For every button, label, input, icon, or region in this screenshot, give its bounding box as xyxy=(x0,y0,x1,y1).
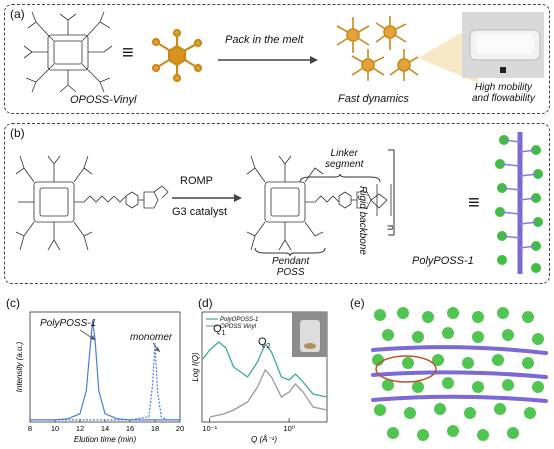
panel-a xyxy=(4,4,550,114)
pack-in-melt-label: Pack in the melt xyxy=(225,34,304,46)
panel-b-label: (b) xyxy=(10,126,25,140)
q2-label: Q2 xyxy=(258,336,270,350)
panel-b xyxy=(4,123,550,284)
linker-line2: segment xyxy=(325,159,364,170)
saxs-xlabel: Q (Å⁻¹) xyxy=(251,435,277,444)
equiv-symbol-b: ≡ xyxy=(468,192,480,214)
polymer-3d-model xyxy=(495,132,543,274)
rigid-backbone-bracket xyxy=(388,149,395,236)
pendant-poss-label: Pendant POSS xyxy=(272,256,309,278)
packing-3d-model xyxy=(371,307,548,441)
pendant-brace xyxy=(254,247,326,257)
gpc-xtick-label-2: 12 xyxy=(76,424,84,433)
q1-label: Q1 xyxy=(213,323,225,337)
gpc-chart: 8 10 12 14 16 18 20 Elution time (min) Intensi… xyxy=(15,311,184,444)
linker-segment-label: Linker segment xyxy=(325,148,363,170)
gpc-monomer-label: monomer xyxy=(130,332,173,343)
q2-letter: Q xyxy=(258,336,267,348)
gpc-polyposs-curve xyxy=(30,321,180,421)
saxs-monomer-curve xyxy=(209,368,328,418)
gpc-arrows xyxy=(79,329,161,353)
equiv-symbol-a: ≡ xyxy=(122,42,134,64)
gpc-xlabel: Elution time (min) xyxy=(74,435,137,444)
gpc-ylabel: Intensity (a.u.) xyxy=(15,341,24,392)
pendant-line2: POSS xyxy=(276,267,305,278)
oposs-vinyl-label: OPOSS-Vinyl xyxy=(70,94,137,106)
q1-letter: Q xyxy=(213,323,222,335)
high-mobility-line1: High mobility xyxy=(474,82,533,93)
romp-label: ROMP xyxy=(180,175,213,187)
high-mobility-line2: and flowability xyxy=(472,93,535,104)
rigid-backbone-label: Rigid backbone xyxy=(357,186,368,255)
gpc-xtick-label-1: 10 xyxy=(51,424,59,433)
gpc-xtick-label-3: 14 xyxy=(101,424,109,433)
saxs-legend-polyposs: PolyOPOSS-1 xyxy=(220,317,258,323)
vial-photo xyxy=(462,12,544,78)
saxs-legend-oposs: OPOSS Vinyl xyxy=(220,324,257,330)
linker-brace xyxy=(299,173,381,183)
gold-molecule-single xyxy=(151,28,203,83)
monomer-structure-b xyxy=(15,155,169,251)
panel-d-label: (d) xyxy=(198,296,213,310)
panel-e-label: (e) xyxy=(350,296,365,310)
arrow-b xyxy=(172,194,242,202)
gpc-xtick-label-4: 16 xyxy=(126,424,134,433)
saxs-ylabel: Log I(Q) xyxy=(191,352,200,382)
saxs-xtick-label-0: 10⁻¹ xyxy=(202,424,217,433)
q2-sub: 2 xyxy=(266,343,271,351)
oposs-structure-a xyxy=(23,11,113,93)
saxs-chart: 10⁻¹ 10⁰ Q (Å⁻¹) Log I(Q) PolyOPOSS-1 OPO… xyxy=(191,311,328,444)
saxs-polyposs-curve xyxy=(201,341,328,398)
gpc-polyposs-label: PolyPOSS-1 xyxy=(40,318,97,329)
gold-molecule-cluster xyxy=(336,16,419,81)
linker-line1: Linker xyxy=(330,148,358,159)
g3-catalyst-label: G3 catalyst xyxy=(172,206,228,218)
panel-a-label: (a) xyxy=(10,7,25,21)
saxs-xtick-label-1: 10⁰ xyxy=(283,424,294,433)
polymer-structure-b xyxy=(246,155,392,251)
q1-sub: 1 xyxy=(221,330,226,338)
saxs-inset-photo xyxy=(292,312,327,357)
gpc-xtick-label-5: 18 xyxy=(151,424,159,433)
fast-dynamics-label: Fast dynamics xyxy=(338,93,409,105)
gpc-xtick-label-0: 8 xyxy=(28,424,32,433)
arrow-a xyxy=(218,56,318,64)
pendant-line1: Pendant xyxy=(272,256,310,267)
high-mobility-label: High mobility and flowability xyxy=(472,82,535,104)
gpc-monomer-curve xyxy=(30,342,180,421)
polyposs-1-label-b: PolyPOSS-1 xyxy=(412,255,474,267)
panel-c-label: (c) xyxy=(6,296,20,310)
gpc-xtick-label-6: 20 xyxy=(176,424,184,433)
